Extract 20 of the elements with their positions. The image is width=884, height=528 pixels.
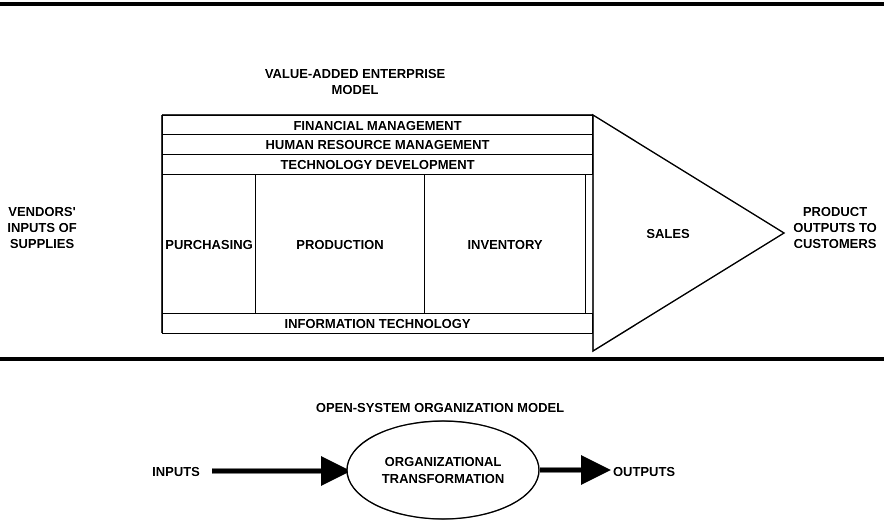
- side-label: VENDORS' INPUTS OF SUPPLIES: [6, 204, 78, 252]
- node-label: OUTPUTS: [612, 462, 676, 480]
- process-box: [162, 154, 593, 175]
- process-box: [162, 313, 593, 334]
- box-label: INVENTORY: [467, 236, 543, 252]
- box-label: ORGANIZATIONAL TRANSFORMATION: [380, 453, 506, 487]
- box-label: TECHNOLOGY DEVELOPMENT: [280, 156, 475, 173]
- heading-label: VALUE-ADDED ENTERPRISE MODEL: [264, 66, 446, 98]
- process-box: [162, 115, 593, 135]
- arrow: [540, 455, 611, 485]
- process-box: [162, 134, 593, 155]
- heading-label: OPEN-SYSTEM ORGANIZATION MODEL: [314, 400, 566, 416]
- box-label: FINANCIAL MANAGEMENT: [293, 116, 462, 134]
- box-label: HUMAN RESOURCE MANAGEMENT: [266, 136, 490, 153]
- side-label: PRODUCT OUTPUTS TO CUSTOMERS: [792, 204, 878, 252]
- box-label: SALES: [646, 225, 690, 242]
- box-label: PURCHASING: [165, 236, 253, 252]
- node-label: INPUTS: [152, 462, 200, 480]
- box-label: PRODUCTION: [296, 236, 384, 252]
- box-label: INFORMATION TECHNOLOGY: [284, 315, 471, 332]
